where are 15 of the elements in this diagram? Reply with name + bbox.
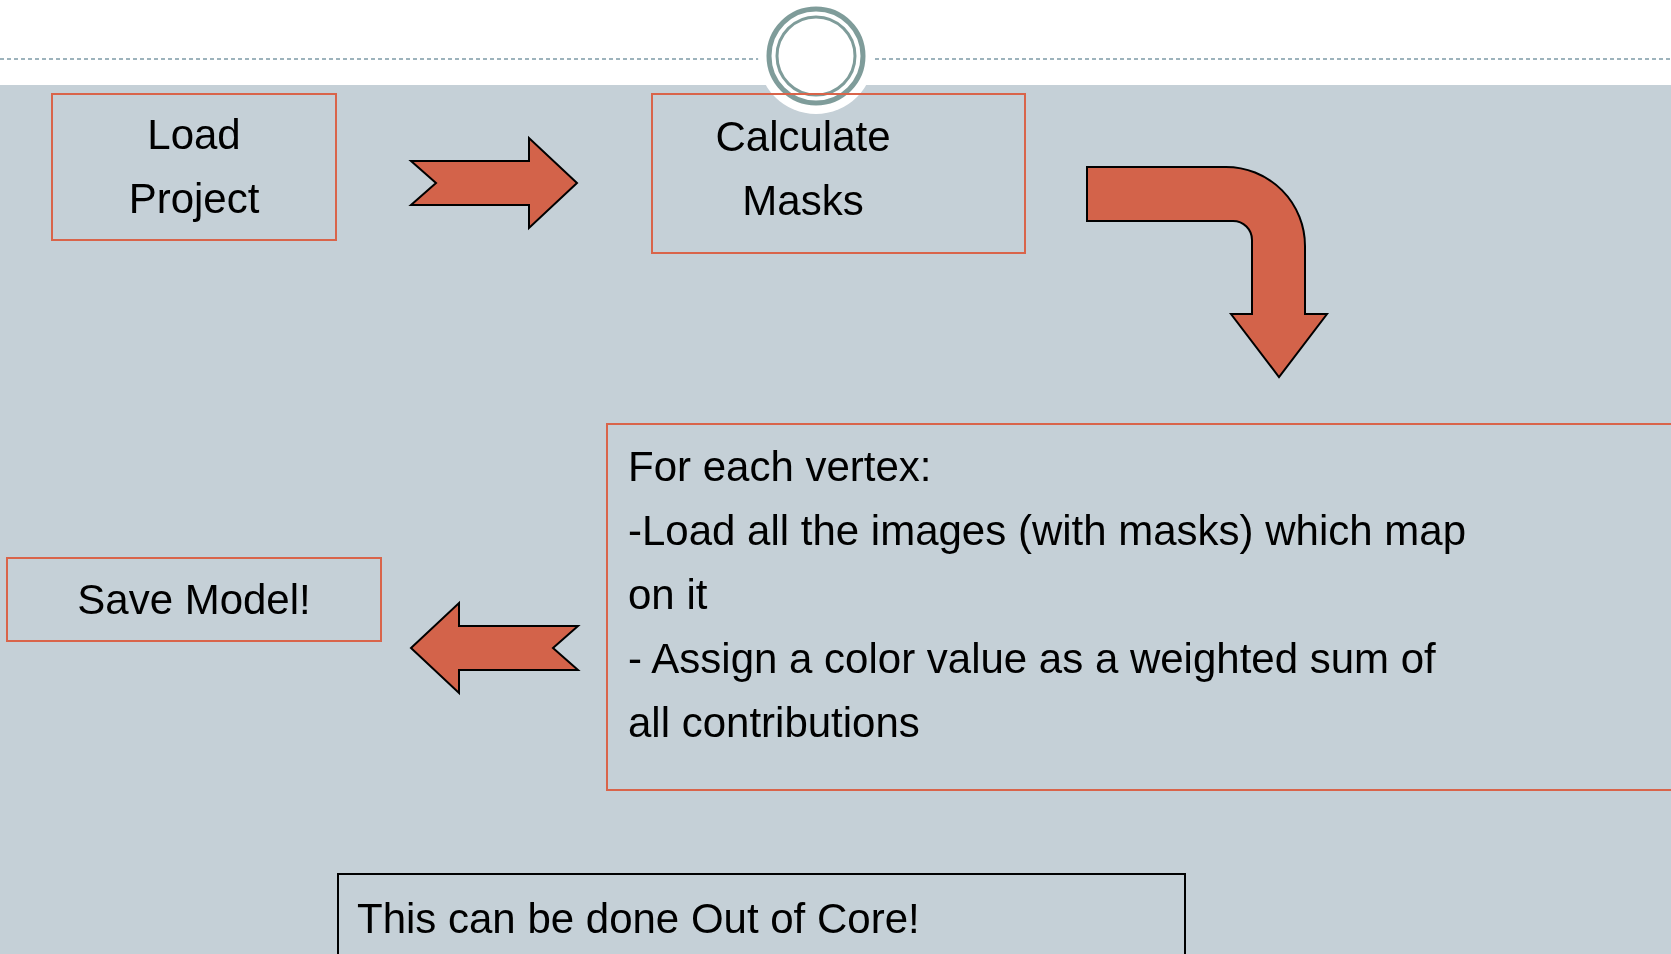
process-box [606, 423, 1671, 791]
step-text: Load Project [127, 110, 261, 224]
process-box [6, 557, 382, 642]
block-arrow [408, 135, 579, 231]
step-text: This can be done Out of Core! [357, 894, 921, 944]
step-text: Calculate Masks [714, 112, 892, 226]
process-box [337, 873, 1186, 954]
step-text: - Assign a color value as a weighted sum of all contributions [628, 634, 1437, 748]
process-box [651, 93, 1026, 254]
process-box [51, 93, 337, 241]
step-text: -Load all the images (with masks) which map on it [628, 506, 1467, 620]
step-text: For each vertex: [628, 442, 933, 492]
block-arrow [409, 600, 581, 696]
block-arrow [1086, 166, 1328, 378]
step-text: Save Model! [77, 574, 311, 625]
